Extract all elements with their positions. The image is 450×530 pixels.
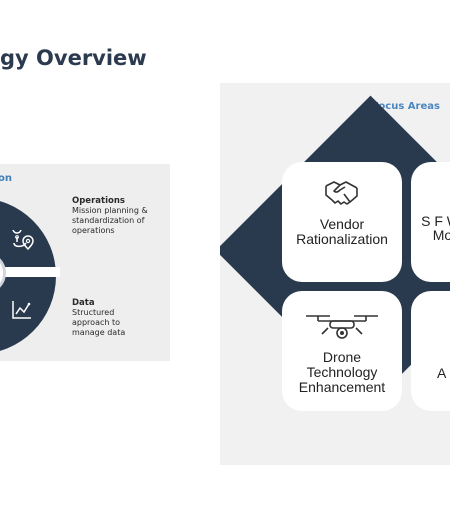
ring-divider (0, 267, 60, 277)
location-pin-icon (12, 230, 34, 251)
operations-info: Operations Mission planning & standardiz… (72, 196, 162, 236)
tile-vendor-rationalization[interactable]: Vendor Rationalization (282, 162, 402, 282)
tile-label-software-modernization: S F W Mod (421, 213, 450, 243)
tile-drone-technology-enhancement[interactable]: Drone Technology Enhancement (282, 291, 402, 411)
focus-areas-panel: Focus Areas Vendor Rationalization S F W… (220, 83, 450, 465)
tile-partially-visible[interactable]: A F (411, 291, 450, 411)
data-info: Data Structured approach to manage data (72, 298, 152, 338)
data-title: Data (72, 298, 95, 308)
page-title: gy Overview (0, 46, 147, 70)
data-description: Structured approach to manage data (72, 308, 126, 337)
focus-areas-heading: Focus Areas (372, 101, 440, 112)
handshake-icon (325, 181, 358, 205)
left-panel-heading: on (0, 173, 12, 184)
tile-label-drone-technology-enhancement: Drone Technology Enhancement (298, 349, 386, 395)
left-panel: on Operations Mission planning & standar… (0, 164, 170, 361)
operations-description: Mission planning & standardization of op… (72, 206, 148, 235)
operations-title: Operations (72, 196, 125, 206)
drone-icon (306, 315, 378, 339)
tile-label-vendor-rationalization: Vendor Rationalization (296, 216, 388, 247)
line-chart-icon (12, 301, 31, 319)
tile-software-modernization[interactable]: S F W Mod (411, 162, 450, 282)
tile-label-partially-visible: A F (436, 365, 450, 381)
